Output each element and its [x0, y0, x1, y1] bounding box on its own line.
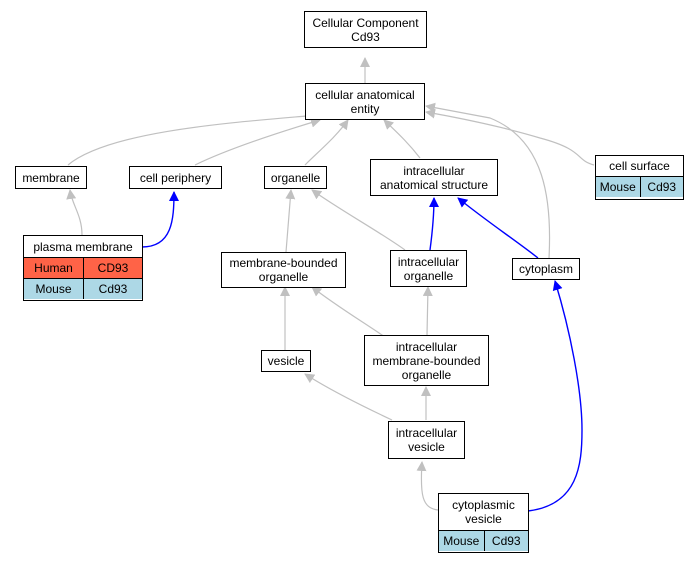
node-line: intracellular	[403, 163, 465, 178]
species-cell: Mouse	[596, 177, 640, 197]
species-cell: Mouse	[24, 279, 83, 299]
node-line: Cd93	[351, 29, 380, 44]
edge-cell-periphery-to-cae	[194, 117, 321, 166]
node-line: organelle	[258, 270, 309, 284]
edge-io-to-organelle	[311, 189, 406, 251]
species-row-human: Human CD93	[24, 258, 142, 278]
node-cell-periphery[interactable]: cell periphery	[129, 166, 222, 189]
edge-ias-to-cae	[383, 119, 421, 159]
node-label: vesicle	[267, 354, 305, 368]
node-line: intracellular	[395, 339, 458, 354]
edge-plasma-membrane-to-cell-periphery	[141, 191, 179, 248]
edge-cv-to-iv	[416, 461, 439, 511]
gene-cell: CD93	[83, 258, 142, 278]
gene-cell: Cd93	[639, 177, 683, 197]
node-line: entity	[350, 101, 380, 116]
node-line: vesicle	[408, 440, 445, 454]
edge-imbo-to-mbo	[311, 286, 386, 338]
node-plasma-membrane[interactable]: plasma membrane Human CD93 Mouse Cd93	[23, 235, 143, 301]
node-label: cell surface	[609, 159, 670, 173]
edge-iv-to-vesicle	[304, 373, 393, 421]
species-row-mouse: Mouse Cd93	[439, 531, 528, 551]
node-line: cellular anatomical	[315, 87, 415, 102]
edge-imbo-to-io	[422, 286, 433, 336]
node-line: membrane-bounded	[229, 256, 338, 270]
node-line: vesicle	[465, 512, 502, 526]
node-cell-surface[interactable]: cell surface Mouse Cd93	[595, 155, 684, 200]
gene-cell: Cd93	[483, 531, 528, 551]
edge-io-to-ias	[428, 197, 439, 251]
edge-mbo-to-organelle	[285, 189, 296, 253]
species-cell: Mouse	[439, 531, 484, 551]
node-vesicle[interactable]: vesicle	[261, 350, 311, 372]
node-line: organelle	[401, 367, 452, 382]
edge-plasma-membrane-to-membrane	[66, 189, 83, 236]
species-row-mouse: Mouse Cd93	[24, 278, 142, 299]
node-line: organelle	[403, 268, 454, 283]
node-line: Cellular Component	[312, 15, 419, 30]
species-cell: Human	[24, 258, 83, 278]
node-label: organelle	[270, 170, 321, 185]
edge-membrane-to-cae	[67, 110, 319, 166]
node-label: cell periphery	[139, 170, 212, 185]
node-label: membrane	[22, 170, 80, 185]
edge-cv-to-cytoplasm	[527, 280, 583, 512]
node-membrane[interactable]: membrane	[15, 166, 87, 189]
edge-cell-surface-to-cae	[425, 108, 595, 166]
node-label: plasma membrane	[33, 239, 133, 254]
node-line: intracellular	[397, 254, 460, 269]
edge-cytoplasm-to-cae	[425, 102, 551, 259]
gene-cell: Cd93	[83, 279, 142, 299]
edge-cytoplasm-to-ias	[457, 197, 539, 259]
node-line: anatomical structure	[379, 177, 489, 192]
species-row-mouse: Mouse Cd93	[596, 177, 683, 197]
node-cytoplasm[interactable]: cytoplasm	[512, 258, 580, 280]
node-line: membrane-bounded	[372, 353, 481, 368]
node-label: cytoplasm	[518, 262, 574, 276]
node-organelle[interactable]: organelle	[264, 166, 327, 189]
node-line: cytoplasmic	[452, 498, 515, 512]
node-line: intracellular	[395, 426, 458, 440]
edge-organelle-to-cae	[304, 119, 349, 166]
